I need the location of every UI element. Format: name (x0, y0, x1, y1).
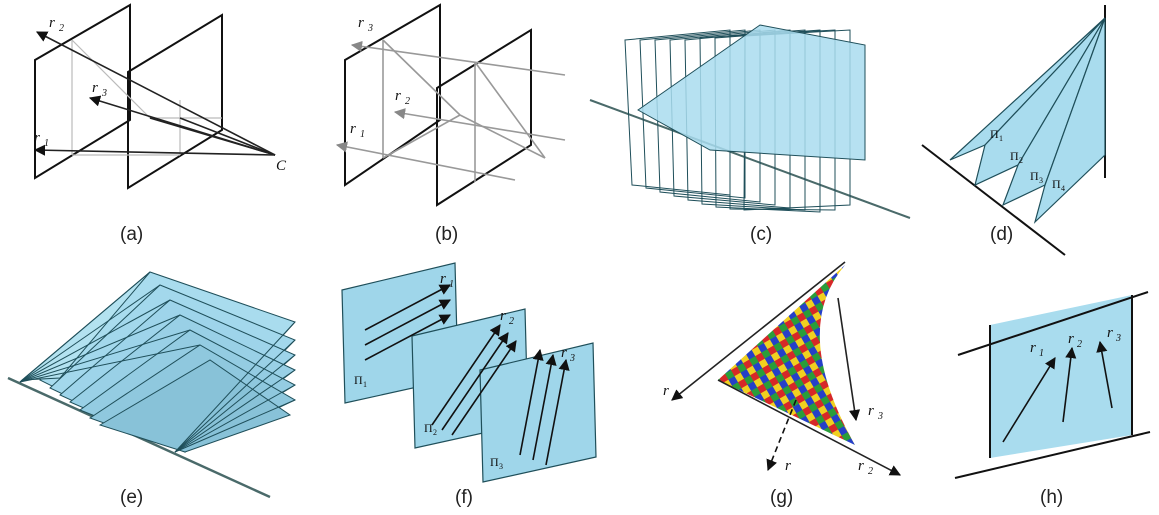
svg-text:1: 1 (44, 138, 49, 149)
svg-text:3: 3 (1039, 176, 1043, 185)
svg-text:3: 3 (367, 23, 373, 34)
plane-a-left (34, 3, 131, 180)
svg-text:1: 1 (999, 134, 1003, 143)
label-r3: r (92, 80, 98, 96)
label-f-pi3: Π (490, 455, 499, 469)
label-d-pi3: Π (1030, 169, 1039, 183)
panel-h: r 1 r 2 r 3 (h) (954, 291, 1151, 508)
svg-text:1: 1 (1039, 348, 1044, 359)
caption-h: (h) (1040, 487, 1063, 508)
svg-text:2: 2 (433, 428, 437, 437)
svg-text:4: 4 (1061, 184, 1065, 193)
svg-text:1: 1 (360, 129, 365, 140)
caption-a: (a) (120, 224, 143, 245)
panel-f: r 1 r 2 r 3 Π 1 Π 2 Π 3 (f) (341, 262, 597, 508)
label-f-r3: r (561, 345, 567, 361)
blue-plane-c (637, 24, 866, 161)
ray-b-r3 (350, 40, 566, 76)
ruled-surface-g (718, 265, 855, 445)
plane-d-4 (1033, 17, 1106, 224)
label-h-r1: r (1030, 340, 1036, 356)
svg-text:2: 2 (1077, 339, 1082, 350)
svg-text:2: 2 (405, 96, 410, 107)
svg-text:1: 1 (449, 279, 454, 290)
plane-b-right (436, 28, 532, 207)
label-b-r1: r (350, 121, 356, 137)
svg-text:1: 1 (673, 391, 678, 402)
label-d-pi1: Π (990, 127, 999, 141)
ray-g-r1 (671, 261, 846, 401)
plane-f-3 (479, 342, 597, 483)
label-f-pi1: Π (354, 373, 363, 387)
svg-text:3: 3 (101, 88, 107, 99)
ray-arrows-f (364, 284, 570, 466)
label-r1: r (34, 130, 40, 146)
caption-b: (b) (435, 224, 458, 245)
caption-g: (g) (770, 487, 793, 508)
plane-b-left (344, 3, 441, 187)
caption-d: (d) (990, 224, 1013, 245)
ray-b-r2 (393, 108, 566, 141)
svg-text:3: 3 (1115, 333, 1121, 344)
panel-c: (c) (589, 24, 911, 245)
svg-text:3: 3 (877, 411, 883, 422)
stacked-planes-e (20, 271, 297, 453)
ray-g-r (766, 399, 797, 472)
svg-text:2: 2 (1019, 156, 1023, 165)
label-r2: r (49, 15, 55, 31)
label-f-pi2: Π (424, 421, 433, 435)
panel-e: (e) (7, 271, 297, 508)
svg-text:3: 3 (499, 462, 503, 471)
svg-text:2: 2 (868, 466, 873, 477)
ray-g-r2 (717, 379, 901, 476)
caption-c: (c) (750, 224, 772, 245)
label-f-r2: r (500, 308, 506, 324)
fan-lines-e (19, 271, 296, 453)
svg-text:2: 2 (59, 23, 64, 34)
label-center: C (276, 158, 287, 174)
panel-g: r 1 r 2 r 3 r (g) (663, 261, 901, 508)
panel-b: r 3 r 2 r 1 (b) (335, 3, 566, 245)
label-h-r3: r (1107, 325, 1113, 341)
caption-e: (e) (120, 487, 143, 508)
svg-text:3: 3 (569, 353, 575, 364)
label-d-pi2: Π (1010, 149, 1019, 163)
ray-g-r3 (837, 297, 861, 422)
panel-d: Π 1 Π 2 Π 3 Π 4 (d) (921, 5, 1106, 256)
plane-h (990, 295, 1132, 458)
axis-line-d (921, 144, 1066, 256)
caption-f: (f) (455, 487, 473, 508)
label-g-r2: r (858, 458, 864, 474)
ray-arrows-h (1002, 340, 1113, 443)
label-b-r2: r (395, 88, 401, 104)
label-b-r3: r (358, 15, 364, 31)
label-g-r1: r (663, 383, 669, 399)
label-d-pi4: Π (1052, 177, 1061, 191)
panel-a: r 1 r 2 r 3 C (a) (33, 3, 287, 245)
ray-r1 (33, 144, 276, 156)
label-g-r: r (785, 458, 791, 474)
ray-r2 (36, 31, 276, 156)
label-h-r2: r (1068, 331, 1074, 347)
plane-a-right (127, 13, 223, 190)
label-f-r1: r (440, 271, 446, 287)
ray-b-r1 (335, 141, 516, 181)
label-g-r3: r (868, 403, 874, 419)
svg-text:1: 1 (363, 380, 367, 389)
svg-text:2: 2 (509, 316, 514, 327)
